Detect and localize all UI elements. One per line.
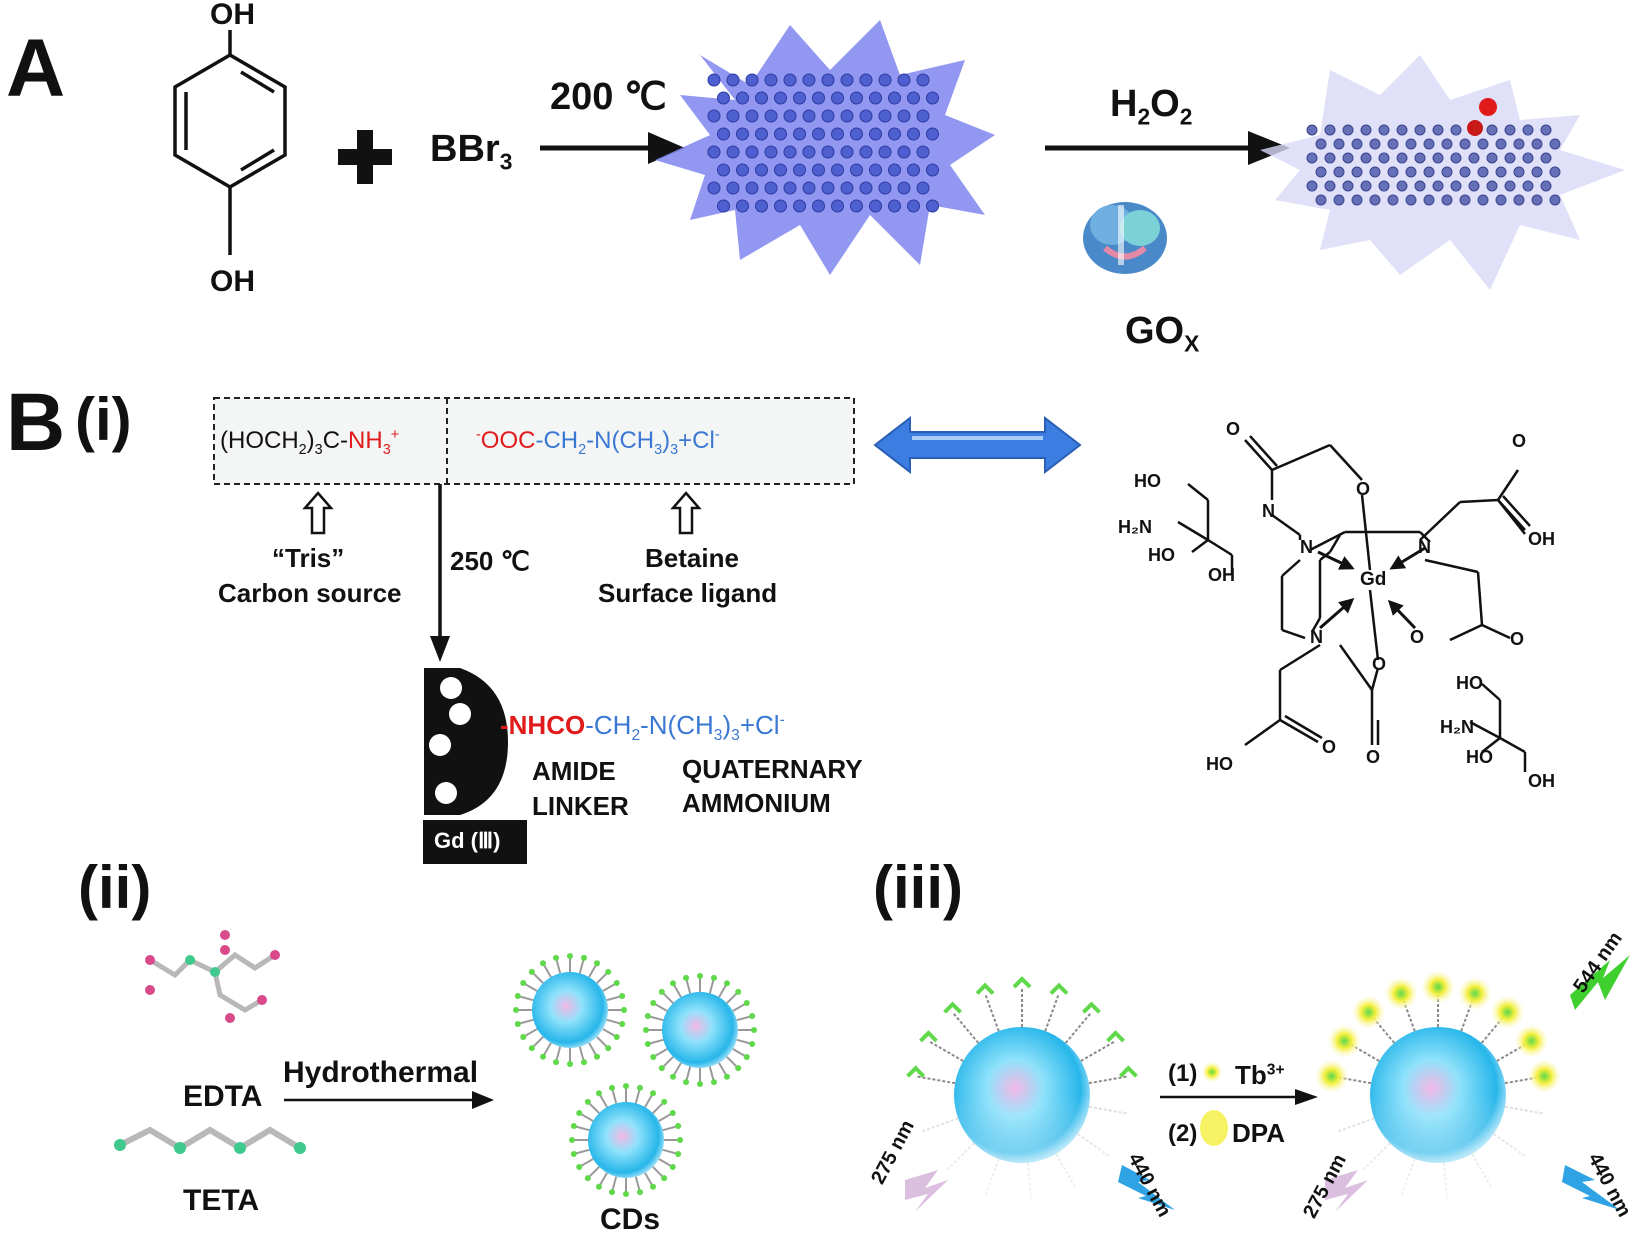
reaction-arrow-a2 (1045, 131, 1290, 165)
tris-pointer-arrow (302, 491, 334, 535)
atom-oh-2: OH (1528, 771, 1555, 791)
atom-ho-1: HO (1134, 471, 1161, 491)
reactant-box (213, 397, 855, 485)
atom-o-carb: O (1510, 629, 1525, 649)
carbon-dots-cluster (513, 953, 757, 1197)
glucose-oxidase-enzyme (1083, 202, 1167, 274)
amide-label-1: AMIDE (532, 756, 616, 786)
teta-molecule (114, 1126, 306, 1154)
temperature-250-label: 250 ℃ (450, 546, 530, 576)
tb-loaded-cd-right (1315, 971, 1561, 1223)
atom-o-ether: O (1356, 479, 1371, 499)
tb-ion-icon (1202, 1062, 1222, 1082)
betaine-formula: -OOC-CH2-N(CH3)3+Cl- (476, 427, 720, 458)
panel-b-i-label: (i) (75, 386, 132, 453)
heating-arrow (430, 484, 450, 662)
plus-icon (338, 130, 392, 184)
atom-o-ring-2: O (1372, 654, 1387, 674)
boron-doped-graphene-dot (655, 20, 995, 275)
betaine-pointer-arrow (670, 491, 702, 535)
atom-ho-2: HO (1148, 545, 1175, 565)
atom-ho-3: HO (1456, 673, 1483, 693)
atom-o-bm: O (1366, 747, 1381, 767)
step-1-label: (1) (1168, 1060, 1198, 1087)
quaternary-label-2: AMMONIUM (682, 788, 831, 818)
h2o2-label: H2O2 (1110, 83, 1193, 130)
atom-h2n-2: H₂N (1440, 717, 1474, 737)
product-formula: -NHCO-CH2-N(CH3)3+Cl- (500, 710, 785, 745)
gd-chelate-structure (1177, 435, 1531, 772)
quaternary-label-1: QUATERNARY (682, 754, 863, 784)
panel-b-label: B (6, 377, 66, 468)
gox-label: GOX (1125, 310, 1200, 357)
gd-carbon-dot-shape (424, 668, 508, 815)
panel-a-label: A (6, 23, 66, 114)
atom-n-top: N (1262, 501, 1275, 521)
cds-label: CDs (600, 1203, 661, 1236)
atom-h2n-1: H₂N (1118, 517, 1152, 537)
panel-iii-label: (iii) (873, 854, 963, 921)
coordination-arrows (1317, 546, 1426, 630)
atom-ho-bl: HO (1206, 754, 1233, 774)
bbr3-label: BBr3 (430, 128, 513, 175)
amide-label-2: LINKER (532, 791, 629, 821)
atom-oh-1: OH (1208, 565, 1235, 585)
tb-ion-label: Tb3+ (1235, 1060, 1285, 1090)
oxidized-graphene-dot (1260, 55, 1625, 290)
edta-atoms (145, 930, 280, 1023)
atom-o-top: O (1226, 419, 1241, 439)
hydroxyl-bottom-label: OH (210, 265, 255, 298)
edta-label: EDTA (183, 1080, 263, 1113)
tris-formula: (HOCH2)3C-NH3+ (220, 427, 400, 458)
dpa-label: DPA (1232, 1118, 1285, 1148)
tris-caption-1: “Tris” (272, 543, 345, 573)
atom-n-right: N (1418, 537, 1431, 557)
teta-label: TETA (183, 1184, 260, 1217)
atom-o-ring-1: O (1410, 627, 1425, 647)
hydrothermal-label: Hydrothermal (283, 1056, 479, 1089)
atom-gd: Gd (1360, 569, 1387, 590)
tb-emission-bolt (1570, 955, 1630, 1010)
atom-ho-4: HO (1466, 747, 1493, 767)
excitation-bolt-right (1325, 1170, 1368, 1212)
betaine-caption-1: Betaine (645, 543, 739, 573)
gd-tag-label: Gd (Ⅲ) (434, 828, 501, 853)
atom-o-right: O (1512, 431, 1527, 451)
gd-tag-box (423, 820, 527, 864)
tris-caption-2: Carbon source (218, 578, 402, 608)
edta-molecule (148, 951, 277, 1013)
temperature-200-label: 200 ℃ (550, 76, 667, 118)
atom-oh-right: OH (1528, 529, 1555, 549)
tb-loading-arrow (1160, 1089, 1318, 1105)
atom-o-bl: O (1322, 737, 1337, 757)
excitation-bolt-left (905, 1170, 948, 1212)
emission-bolt-left (1118, 1165, 1175, 1210)
atom-n-bottom: N (1310, 627, 1323, 647)
functionalized-cd-left (904, 976, 1140, 1223)
dpa-icon (1200, 1110, 1228, 1146)
hydroxyl-top-label: OH (210, 0, 255, 31)
reaction-arrow-a1 (540, 132, 685, 164)
hydrothermal-arrow (284, 1091, 494, 1109)
panel-ii-label: (ii) (78, 854, 152, 921)
betaine-caption-2: Surface ligand (598, 578, 778, 608)
hydroquinone-structure (173, 30, 287, 255)
equivalence-double-arrow (873, 415, 1082, 475)
emission-bolt-right (1562, 1165, 1620, 1210)
step-2-label: (2) (1168, 1120, 1198, 1147)
atom-n-left: N (1300, 537, 1313, 557)
